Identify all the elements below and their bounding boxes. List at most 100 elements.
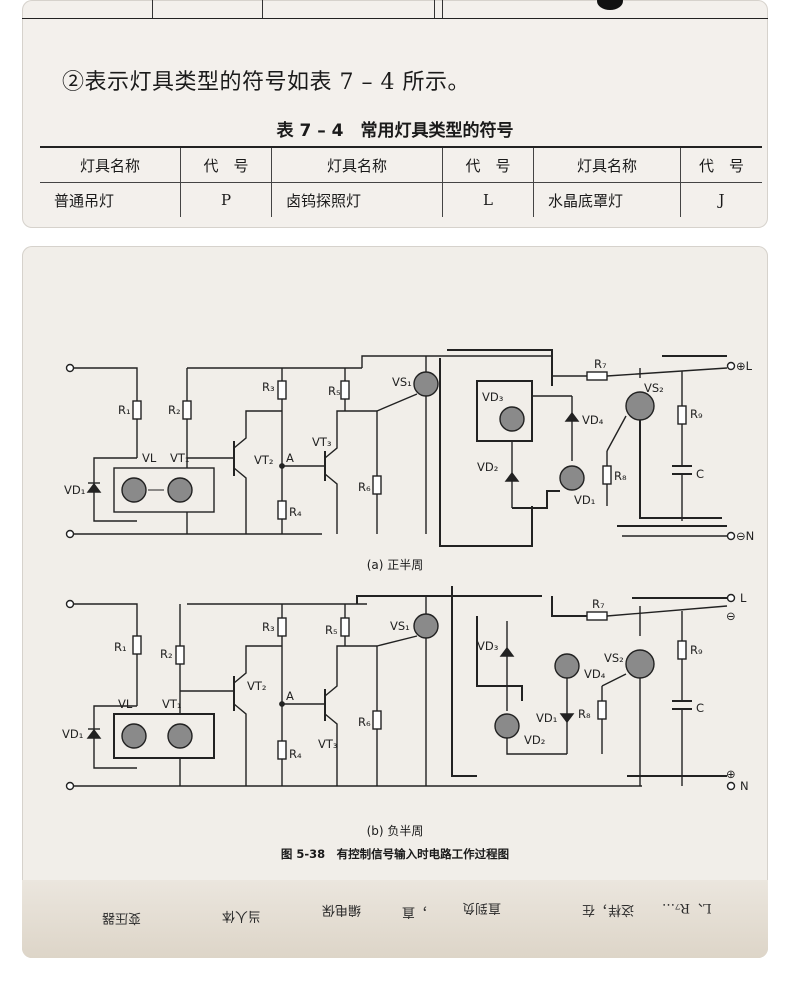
cell-lamp-name: 普通吊灯 — [40, 182, 181, 217]
lamp-type-table: 灯具名称 代 号 灯具名称 代 号 灯具名称 代 号 普通吊灯 P 卤钨探照灯 … — [40, 146, 762, 217]
label-vd3-a: VD₃ — [482, 390, 504, 404]
strip-snippet: ，直 — [402, 904, 429, 919]
terminal-l-sign-b: ⊖ — [726, 609, 736, 623]
label-vt1-b: VT₁ — [162, 697, 182, 711]
label-r6-b: R₆ — [358, 715, 371, 729]
terminal-n-b: N — [740, 779, 749, 793]
label-vd4-a: VD₄ — [582, 413, 604, 427]
header-lamp-name: 灯具名称 — [533, 147, 681, 183]
phototransistor-vt1 — [167, 477, 193, 503]
triac-vs2 — [625, 391, 655, 421]
figure-caption: 图 5-38 有控制信号输入时电路工作过程图 — [280, 847, 510, 861]
label-r1-b: R₁ — [114, 640, 127, 654]
resistor-r2 — [175, 645, 185, 665]
header-code: 代 号 — [698, 156, 744, 175]
resistor-r1 — [132, 400, 142, 420]
label-vs1-a: VS₁ — [392, 375, 412, 389]
diode-vd1 — [86, 482, 102, 493]
label-vs1-b: VS₁ — [390, 619, 410, 633]
label-vd1-a: VD₁ — [64, 483, 85, 497]
header-lamp-name: 灯具名称 — [40, 147, 181, 183]
label-r3-a: R₃ — [262, 380, 275, 394]
label-r4-a: R₄ — [289, 505, 302, 519]
optocoupler — [113, 467, 215, 513]
subfigure-label-b: (b) 负半周 — [366, 824, 424, 838]
diagram-a — [65, 349, 736, 547]
table-title: 表 7 – 4 常用灯具类型的符号 — [276, 121, 514, 141]
label-r1-a: R₁ — [118, 403, 131, 417]
label-r9-b: R₉ — [690, 643, 703, 657]
resistor-r7 — [586, 611, 608, 621]
next-page-strip: L、R₇… 这样，在 直到负 变压器 当人体 编电保 ，直 — [22, 880, 768, 958]
resistor-r4 — [277, 740, 287, 760]
text-excerpt-card: ②表示灯具类型的符号如表 7 – 4 所示。 表 7 – 4 常用灯具类型的符号… — [22, 0, 768, 228]
cell-code: P — [180, 182, 272, 217]
strip-snippet: 变压器 — [102, 910, 142, 925]
header-lamp-name: 灯具名称 — [271, 147, 443, 183]
strip-snippet: 直到负 — [462, 900, 502, 915]
resistor-r4 — [277, 500, 287, 520]
label-r5-a: R₅ — [328, 384, 341, 398]
strip-snippet: 当人体 — [222, 908, 262, 923]
resistor-r1 — [132, 635, 142, 655]
ink-blot-icon — [597, 0, 623, 10]
label-r3-b: R₃ — [262, 620, 275, 634]
resistor-r3 — [277, 617, 287, 637]
label-c-a: C — [696, 467, 704, 481]
table-row: 普通吊灯 P 卤钨探照灯 L 水晶底罩灯 J — [40, 182, 762, 217]
table-header-row: 灯具名称 代 号 灯具名称 代 号 灯具名称 代 号 — [40, 147, 762, 183]
resistor-r2 — [182, 400, 192, 420]
strip-snippet: 这样，在 — [582, 902, 635, 917]
diode-vd3 — [499, 646, 515, 657]
label-r2-b: R₂ — [160, 647, 173, 661]
resistor-r8 — [597, 700, 607, 720]
diode-vd2 — [494, 713, 520, 739]
label-vd4-b: VD₄ — [584, 667, 606, 681]
label-vt2-b: VT₂ — [247, 679, 267, 693]
label-r9-a: R₉ — [690, 407, 703, 421]
resistor-r8 — [602, 465, 612, 485]
led-vl — [121, 723, 147, 749]
label-vt3-b: VT₃ — [318, 737, 338, 751]
triac-vs1 — [413, 613, 439, 639]
label-vt3-a: VT₃ — [312, 435, 332, 449]
resistor-r5 — [340, 380, 350, 400]
header-code: 代 号 — [180, 147, 272, 183]
label-vd3-b: VD₃ — [477, 639, 499, 653]
label-r5-b: R₅ — [325, 623, 338, 637]
label-vl-b: VL — [118, 697, 133, 711]
label-r2-a: R₂ — [168, 403, 181, 417]
label-vd1b-b: VD₁ — [536, 711, 557, 725]
diode-vd2 — [504, 471, 520, 482]
diagram-b — [65, 586, 736, 791]
cell-lamp-name: 水晶底罩灯 — [533, 182, 681, 217]
label-vl-a: VL — [142, 451, 157, 465]
subfigure-label-a: (a) 正半周 — [366, 558, 424, 572]
label-vt2-a: VT₂ — [254, 453, 274, 467]
label-vs2-b: VS₂ — [604, 651, 624, 665]
label-r7-a: R₇ — [594, 357, 607, 371]
resistor-r5 — [340, 617, 350, 637]
circuit-figure-card: R₁ R₂ R₃ R₄ R₅ R₆ R₇ R₈ R₉ VL VT₁ VT₂ VT… — [22, 246, 768, 958]
diode-vd1-bridge — [559, 465, 585, 491]
resistor-r7 — [586, 371, 608, 381]
resistor-r6 — [372, 710, 382, 730]
label-r8-b: R₈ — [578, 707, 591, 721]
cell-lamp-name: 卤钨探照灯 — [271, 182, 443, 217]
label-vd1-b: VD₁ — [62, 727, 83, 741]
circuit-diagram: R₁ R₂ R₃ R₄ R₅ R₆ R₇ R₈ R₉ VL VT₁ VT₂ VT… — [62, 349, 754, 793]
label-r6-a: R₆ — [358, 480, 371, 494]
previous-table-edge — [22, 0, 768, 19]
diode-vd1 — [86, 728, 102, 739]
triac-vs1 — [413, 371, 439, 397]
phototransistor-vt1 — [167, 723, 193, 749]
label-vs2-a: VS₂ — [644, 381, 664, 395]
label-r4-b: R₄ — [289, 747, 302, 761]
label-c-b: C — [696, 701, 704, 715]
header-code: 代 号 — [442, 147, 534, 183]
label-vd2-b: VD₂ — [524, 733, 545, 747]
resistor-r6 — [372, 475, 382, 495]
label-r8-a: R₈ — [614, 469, 627, 483]
label-a-b: A — [286, 689, 294, 703]
led-vl — [121, 477, 147, 503]
